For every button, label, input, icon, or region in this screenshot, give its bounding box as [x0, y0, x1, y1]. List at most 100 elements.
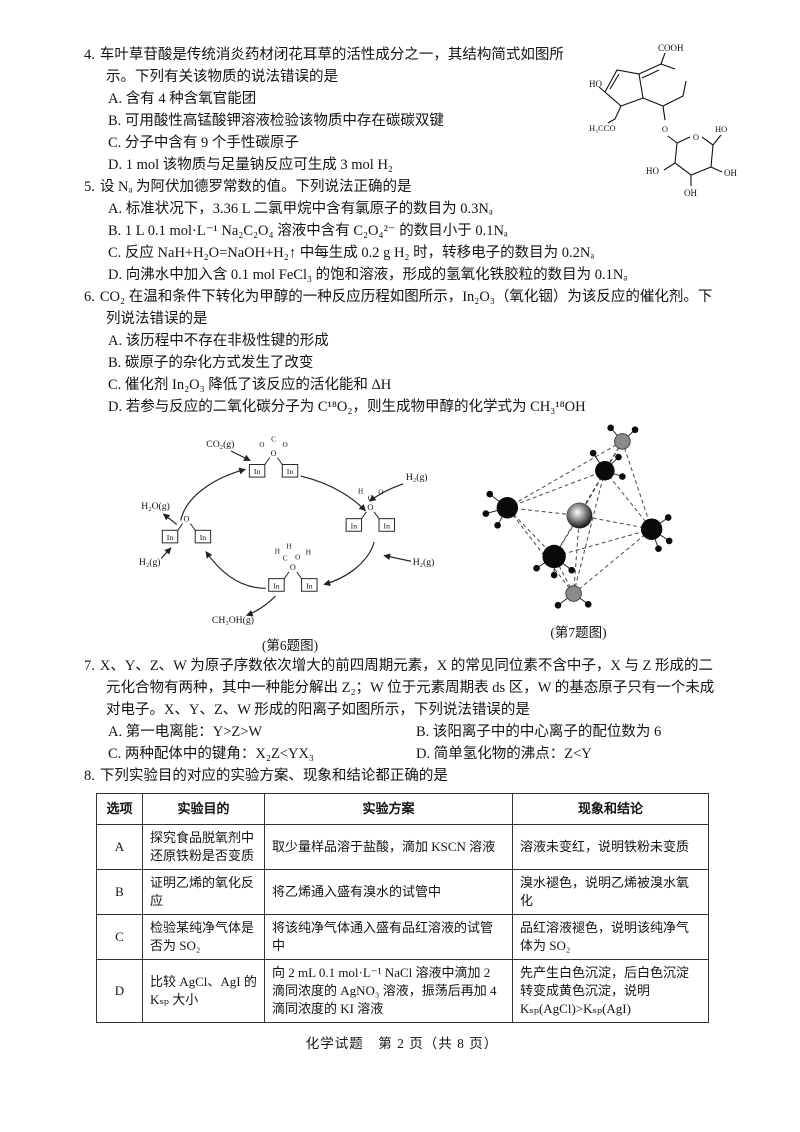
question-6-option-d: D. 若参与反应的二氧化碳分子为 C¹⁸O₂，则生成物甲醇的化学式为 CH₃¹⁸…	[108, 399, 586, 415]
question-6-options: A. 该历程中不存在非极性键的形成 B. 碳原子的杂化方式发生了改变 C. 催化…	[84, 330, 720, 418]
h-atom	[631, 426, 639, 434]
cell-option: D	[96, 959, 143, 1023]
question-5-option-d: D. 向沸水中加入含 0.1 mol FeCl₃ 的饱和溶液，形成的氢氧化铁胶粒…	[108, 267, 628, 283]
central-metal-atom	[566, 502, 593, 529]
h-atom	[589, 449, 597, 457]
question-4-option-b: B. 可用酸性高锰酸钾溶液检验该物质中存在碳碳双键	[108, 113, 444, 129]
q4-structure-figure: COOH HO H₃CCO O O HO OH OH HO	[589, 40, 744, 200]
ligand-atoms	[482, 424, 673, 609]
in-label: In	[167, 533, 174, 542]
cell-scheme: 将该纯净气体通入盛有品红溶液的试管中	[264, 914, 513, 960]
cell-conclusion: 品红溶液褪色，说明该纯净气体为 SO₂	[512, 914, 709, 960]
question-6-option-a: A. 该历程中不存在非极性键的形成	[108, 333, 329, 349]
question-6-number: 6.	[84, 289, 95, 305]
bridge-o-label: O	[367, 503, 373, 512]
cell-scheme: 将乙烯通入盛有溴水的试管中	[264, 869, 513, 915]
table-row-d: D 比较 AgCl、AgI 的 Kₛₚ 大小 向 2 mL 0.1 mol·L⁻…	[96, 959, 709, 1023]
structure-labels: COOH HO H₃CCO O O HO OH OH HO	[589, 43, 737, 198]
question-8-stem-text: 下列实验目的对应的实验方案、现象和结论都正确的是	[99, 768, 448, 784]
h-atom-label: H	[306, 548, 312, 556]
h2-label: H₂(g)	[139, 557, 161, 568]
experiment-table-header-row: 选项 实验目的 实验方案 现象和结论	[96, 793, 709, 825]
n-ligand-atom	[496, 497, 519, 519]
question-7-number: 7.	[84, 658, 95, 674]
o-atom-label: O	[378, 488, 383, 496]
n-ligand-atom	[542, 544, 566, 569]
question-5-stem: 5.设 Nₐ 为阿伏加德罗常数的值。下列说法正确的是	[84, 176, 720, 198]
in-label: In	[254, 467, 261, 476]
h2-label: H₂(g)	[406, 472, 428, 483]
header-scheme: 实验方案	[264, 793, 513, 825]
coordination-cation-diagram	[482, 424, 673, 609]
cell-scheme: 取少量样品溶于盐酸，滴加 KSCN 溶液	[264, 824, 513, 870]
h-atom	[664, 514, 672, 521]
bridge-o-label: O	[290, 563, 296, 572]
question-7-option-a: A. 第一电离能：Y>Z>W	[108, 724, 263, 740]
question-6: 6.CO₂ 在温和条件下转化为甲醇的一种反应历程如图所示，In₂O₃（氧化铟）为…	[84, 286, 720, 418]
in-label: In	[273, 581, 280, 590]
sugar-oh-bottom-label: OH	[684, 188, 697, 198]
question-4-options: A. 含有 4 种含氧官能团 B. 可用酸性高锰酸钾溶液检验该物质中存在碳碳双键…	[84, 88, 720, 176]
question-4-option-d: D. 1 mol 该物质与足量钠反应可生成 3 mol H₂	[108, 157, 393, 173]
q7-figure: (第7题图)	[476, 420, 681, 642]
cell-purpose: 检验某纯净气体是否为 SO₂	[142, 914, 265, 960]
ho-label: HO	[589, 79, 602, 89]
o-atom-label: O	[283, 441, 288, 449]
figures-row: In In O O C O In In O H C	[130, 420, 720, 655]
cell-option: C	[96, 914, 143, 960]
question-7: 7.X、Y、Z、W 为原子序数依次增大的前四周期元素，X 的常见同位素不含中子，…	[84, 655, 720, 765]
glycosidic-o-label: O	[662, 124, 668, 134]
in-cluster-left: In In O	[161, 515, 212, 544]
question-5-number: 5.	[84, 179, 95, 195]
h-atom	[550, 571, 558, 579]
h-atom-label: H	[358, 488, 364, 496]
h-atom-label: H	[275, 548, 281, 556]
acetyl-label: H₃CCO	[589, 123, 616, 133]
in-label: In	[200, 533, 207, 542]
table-row-c: C 检验某纯净气体是否为 SO₂ 将该纯净气体通入盛有品红溶液的试管中 品红溶液…	[96, 914, 709, 960]
o-atom-label: O	[259, 441, 264, 449]
species-labels: CO₂(g) H₂(g) H₂(g) CH₃OH(g) H₂O(g) H₂(g)	[139, 439, 434, 626]
c-atom-label: C	[271, 435, 276, 443]
h-atom	[607, 424, 614, 432]
q7-figure-caption: (第7题图)	[550, 625, 607, 640]
sugar-ho-top-label: HO	[715, 124, 727, 134]
question-6-option-c: C. 催化剂 In₂O₃ 降低了该反应的活化能和 ΔH	[108, 377, 392, 393]
cell-purpose: 比较 AgCl、AgI 的 Kₛₚ 大小	[142, 959, 265, 1023]
sugar-oh-right-label: OH	[724, 168, 737, 178]
question-5-option-c: C. 反应 NaH+H₂O=NaOH+H₂↑ 中每生成 0.2 g H₂ 时，转…	[108, 245, 595, 261]
table-row-a: A 探究食品脱氧剂中还原铁粉是否变质 取少量样品溶于盐酸，滴加 KSCN 溶液 …	[96, 824, 709, 870]
h-atom	[619, 473, 626, 480]
in-label: In	[306, 581, 313, 590]
o-ligand-atom	[614, 433, 631, 450]
question-6-option-b: B. 碳原子的杂化方式发生了改变	[108, 355, 314, 371]
in-cluster-right: In In O H C O	[345, 488, 395, 532]
cell-purpose: 证明乙烯的氧化反应	[142, 869, 265, 915]
co2-label: CO₂(g)	[206, 439, 234, 450]
question-7-option-b: B. 该阳离子中的中心离子的配位数为 6	[416, 724, 662, 740]
table-row-b: B 证明乙烯的氧化反应 将乙烯通入盛有溴水的试管中 溴水褪色，说明乙烯被溴水氧化	[96, 869, 709, 915]
cell-conclusion: 先产生白色沉淀，后白色沉淀转变成黄色沉淀，说明 Kₛₚ(AgCl)>Kₛₚ(Ag…	[512, 959, 709, 1023]
question-8-number: 8.	[84, 768, 95, 784]
q6-figure: In In O O C O In In O H C	[130, 420, 450, 655]
question-4-stem-text: 车叶草苷酸是传统消炎药材闭花耳草的活性成分之一，其结构简式如图所示。下列有关该物…	[99, 47, 564, 85]
cell-option: B	[96, 869, 143, 915]
h-atom	[665, 537, 673, 545]
cell-conclusion: 溴水褪色，说明乙烯被溴水氧化	[512, 869, 709, 915]
cooh-label: COOH	[658, 43, 684, 53]
cell-purpose: 探究食品脱氧剂中还原铁粉是否变质	[142, 824, 265, 870]
header-conclusion: 现象和结论	[512, 793, 709, 825]
question-6-stem: 6.CO₂ 在温和条件下转化为甲醇的一种反应历程如图所示，In₂O₃（氧化铟）为…	[84, 286, 720, 330]
h2-label: H₂(g)	[413, 557, 435, 568]
header-option: 选项	[96, 793, 143, 825]
cycle-arrows	[160, 450, 412, 617]
cell-scheme: 向 2 mL 0.1 mol·L⁻¹ NaCl 溶液中滴加 2 滴同浓度的 Ag…	[264, 959, 513, 1023]
question-8-stem: 8.下列实验目的对应的实验方案、现象和结论都正确的是	[84, 765, 720, 787]
ch3oh-label: CH₃OH(g)	[212, 615, 254, 626]
h-atom	[533, 564, 540, 572]
sugar-ho-left-label: HO	[646, 166, 659, 176]
cell-conclusion: 溶液未变红，说明铁粉未变质	[512, 824, 709, 870]
question-4-stem: 4.车叶草苷酸是传统消炎药材闭花耳草的活性成分之一，其结构简式如图所示。下列有关…	[84, 44, 568, 88]
experiment-table: 选项 实验目的 实验方案 现象和结论 A 探究食品脱氧剂中还原铁粉是否变质 取少…	[96, 793, 709, 1023]
